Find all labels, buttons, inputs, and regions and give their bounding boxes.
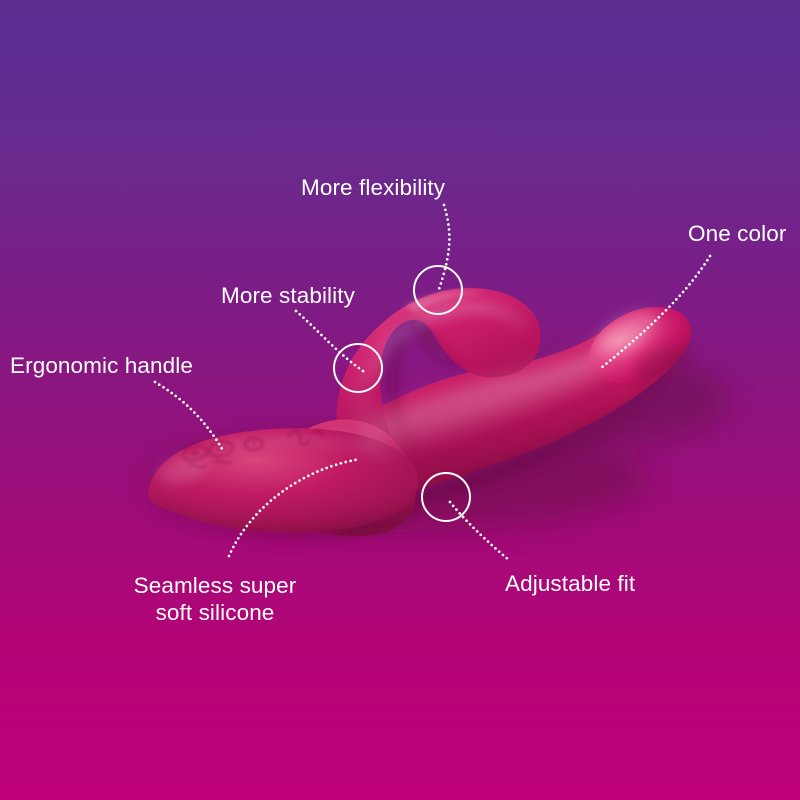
- handle-control-buttons: [182, 429, 324, 468]
- highlight-circle-more-flexibility: [413, 265, 463, 315]
- callout-label-one-color: One color: [688, 221, 787, 246]
- product-tip: [588, 306, 692, 384]
- leader-line-one-color: [601, 254, 712, 369]
- highlight-circle-more-stability: [333, 343, 383, 393]
- callout-label-ergonomic-handle: Ergonomic handle: [10, 353, 193, 378]
- callout-label-more-flexibility: More flexibility: [301, 175, 446, 200]
- product-sheen: [360, 318, 666, 450]
- product-curved-arm: [336, 288, 541, 462]
- callout-label-adjustable-fit: Adjustable fit: [505, 571, 636, 596]
- leader-line-adjustable-fit: [448, 500, 509, 560]
- callout-label-more-stability: More stability: [221, 283, 355, 308]
- highlight-circle-adjustable-fit: [421, 472, 471, 522]
- callout-label-seamless-super-soft-silicone: Seamless super soft silicone: [133, 573, 297, 625]
- leader-line-ergonomic-handle: [153, 380, 224, 450]
- leader-line-seamless-super-soft-silicone: [227, 458, 357, 558]
- product-handle: [147, 428, 419, 536]
- leader-line-more-flexibility: [437, 203, 451, 290]
